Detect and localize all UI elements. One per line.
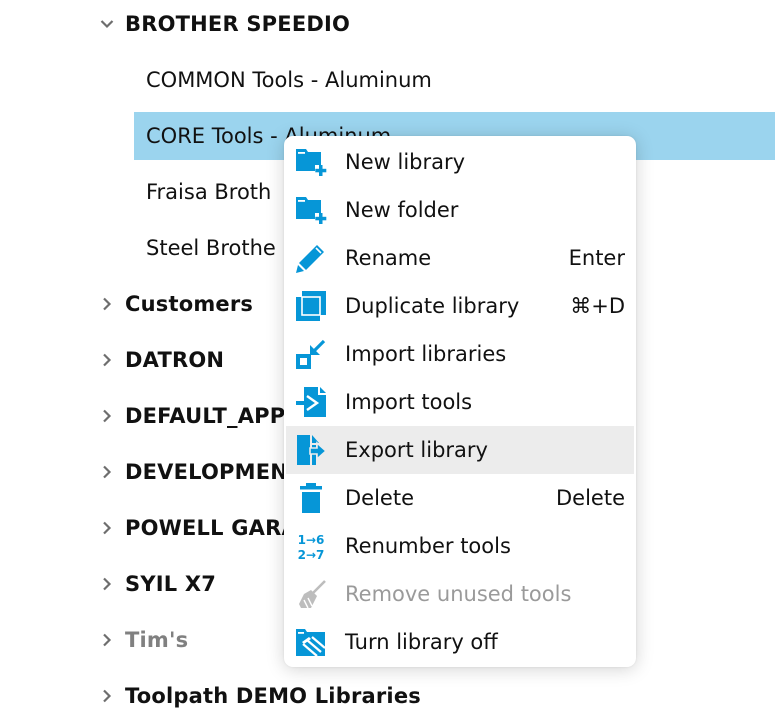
tree-group-toolpath-demo-libraries[interactable]: Toolpath DEMO Libraries	[98, 672, 421, 720]
trash-icon	[294, 481, 328, 515]
menu-item-delete[interactable]: Delete Delete	[286, 474, 634, 522]
chevron-right-icon[interactable]	[98, 519, 116, 537]
menu-item-label: Remove unused tools	[345, 582, 572, 606]
chevron-right-icon[interactable]	[98, 463, 116, 481]
menu-item-import-tools[interactable]: Import tools	[286, 378, 634, 426]
pencil-icon	[294, 241, 328, 275]
shortcut-label: Delete	[556, 486, 625, 510]
tree-group-label: DATRON	[125, 348, 225, 372]
tree-group-label: Tim's	[125, 628, 189, 652]
menu-item-export-library[interactable]: Export library	[286, 426, 634, 474]
menu-item-rename[interactable]: Rename Enter	[286, 234, 634, 282]
menu-item-duplicate-library[interactable]: Duplicate library ⌘+D	[286, 282, 634, 330]
tree-item-common-tools-aluminum[interactable]: COMMON Tools - Aluminum	[134, 56, 775, 104]
broom-icon	[294, 577, 328, 611]
menu-item-label: Renumber tools	[345, 534, 511, 558]
shortcut-label: Enter	[568, 246, 625, 270]
menu-item-label: New library	[345, 150, 466, 174]
svg-text:2→7: 2→7	[298, 548, 325, 562]
chevron-down-icon[interactable]	[98, 15, 116, 33]
tree-group-powell-garage[interactable]: POWELL GARA	[98, 504, 298, 552]
renumber-icon: 1→6 2→7	[294, 529, 328, 563]
tree-item-label: Fraisa Broth	[146, 180, 272, 204]
shortcut-label: ⌘+D	[570, 294, 625, 318]
tree-group-label: DEFAULT_APP_	[125, 404, 297, 428]
menu-item-label: Delete	[345, 486, 414, 510]
tree-group-label: SYIL X7	[125, 572, 217, 596]
tree-group-tims[interactable]: Tim's	[98, 616, 188, 664]
import-tools-icon	[294, 385, 328, 419]
tree-group-syil-x7[interactable]: SYIL X7	[98, 560, 216, 608]
new-library-icon	[294, 145, 328, 179]
tree-group-label: Toolpath DEMO Libraries	[125, 684, 421, 708]
new-folder-icon	[294, 193, 328, 227]
menu-item-label: Export library	[345, 438, 488, 462]
chevron-right-icon[interactable]	[98, 295, 116, 313]
tree-group-default-app[interactable]: DEFAULT_APP_	[98, 392, 296, 440]
chevron-right-icon[interactable]	[98, 631, 116, 649]
menu-item-turn-library-off[interactable]: Turn library off	[286, 618, 634, 666]
menu-item-label: Import libraries	[345, 342, 507, 366]
context-menu: New library New folder Rename Enter	[284, 136, 636, 667]
chevron-right-icon[interactable]	[98, 351, 116, 369]
tree-group-label: BROTHER SPEEDIO	[125, 12, 351, 36]
export-library-icon	[294, 433, 328, 467]
menu-item-label: Rename	[345, 246, 432, 270]
tree-item-steel-brother[interactable]: Steel Brothe	[134, 224, 775, 272]
chevron-right-icon[interactable]	[98, 687, 116, 705]
menu-item-label: New folder	[345, 198, 459, 222]
tree-group-datron[interactable]: DATRON	[98, 336, 224, 384]
tree-group-label: Customers	[125, 292, 254, 316]
menu-item-label: Duplicate library	[345, 294, 520, 318]
library-off-icon	[294, 625, 328, 659]
menu-item-new-library[interactable]: New library	[286, 138, 634, 186]
tree-group-brother-speedio[interactable]: BROTHER SPEEDIO	[98, 0, 350, 48]
tree-group-customers[interactable]: Customers	[98, 280, 253, 328]
chevron-right-icon[interactable]	[98, 407, 116, 425]
menu-item-import-libraries[interactable]: Import libraries	[286, 330, 634, 378]
import-libraries-icon	[294, 337, 328, 371]
tree-group-label: POWELL GARA	[125, 516, 298, 540]
tree-item-label: COMMON Tools - Aluminum	[146, 68, 432, 92]
tree-item-fraisa-brother[interactable]: Fraisa Broth	[134, 168, 775, 216]
menu-item-remove-unused-tools[interactable]: Remove unused tools	[286, 570, 634, 618]
menu-item-new-folder[interactable]: New folder	[286, 186, 634, 234]
tree-item-label: Steel Brothe	[146, 236, 276, 260]
menu-item-renumber-tools[interactable]: 1→6 2→7 Renumber tools	[286, 522, 634, 570]
svg-text:1→6: 1→6	[298, 533, 325, 547]
duplicate-icon	[294, 289, 328, 323]
menu-item-label: Import tools	[345, 390, 473, 414]
chevron-right-icon[interactable]	[98, 575, 116, 593]
tree-group-label: DEVELOPMENT	[125, 460, 303, 484]
tree-group-development[interactable]: DEVELOPMENT	[98, 448, 303, 496]
menu-item-label: Turn library off	[345, 630, 498, 654]
